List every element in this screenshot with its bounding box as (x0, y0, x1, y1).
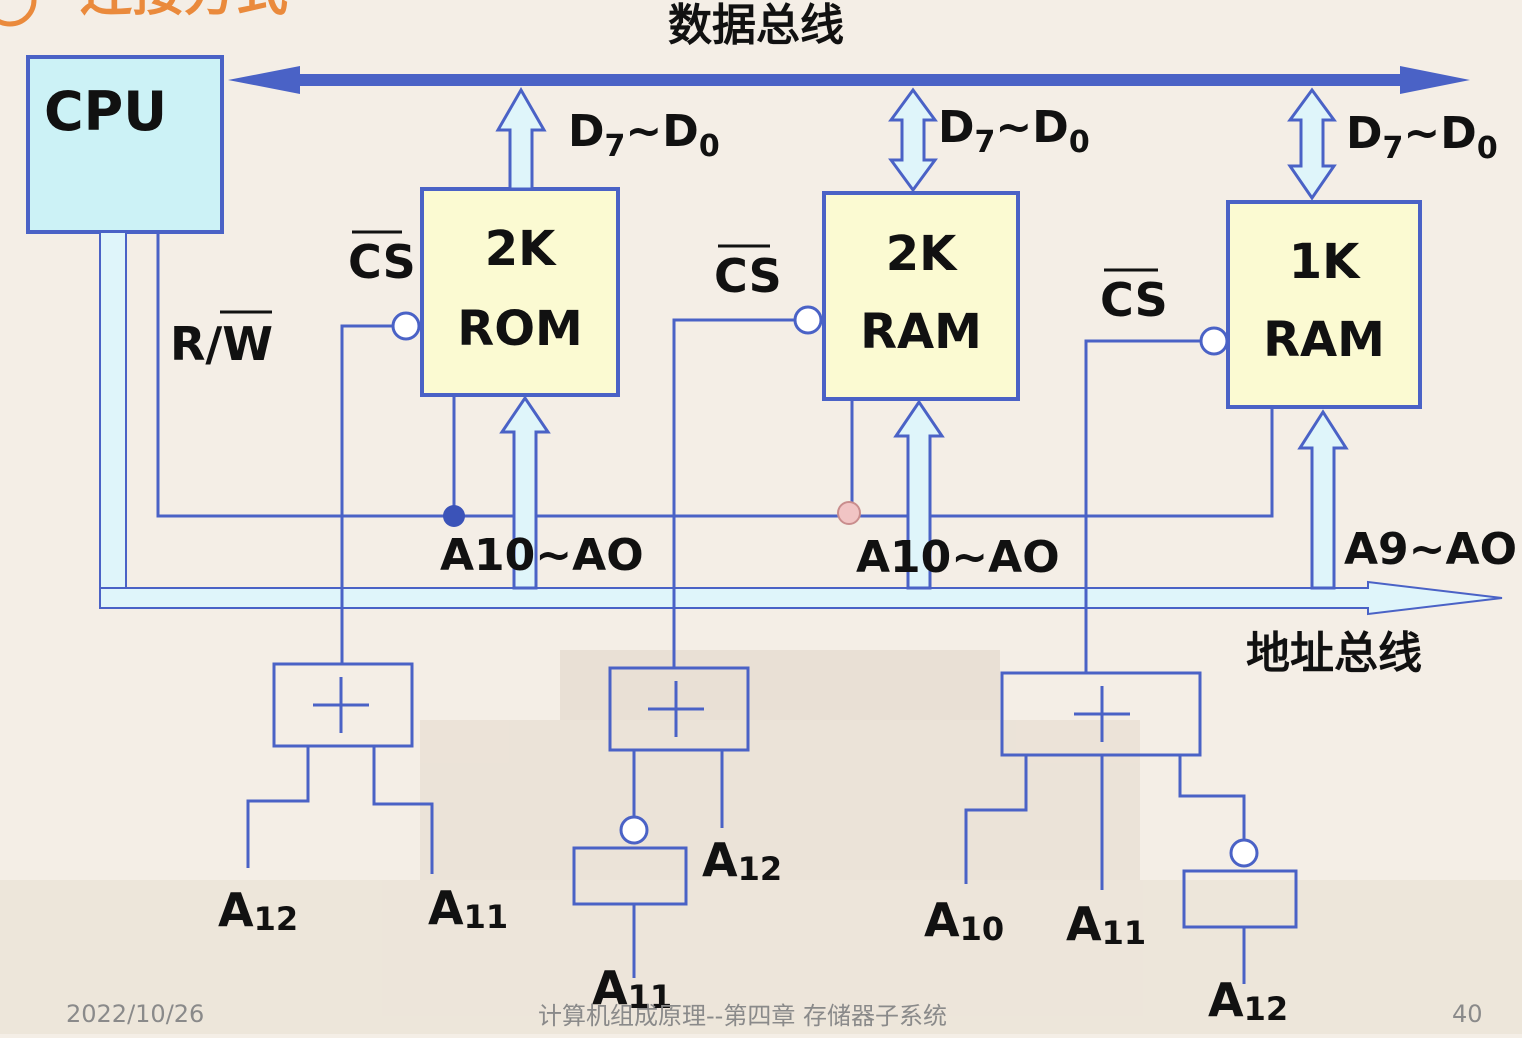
data-bus-label: 数据总线 (668, 0, 844, 51)
svg-text:CS: CS (348, 235, 416, 289)
cpu-label: CPU (44, 80, 167, 143)
rom-data-label: D7~D0 (568, 106, 720, 164)
ram1k-cs-wire (1084, 339, 1201, 673)
ram2k-cs-bubble (793, 305, 823, 335)
chip-type: ROM (457, 301, 583, 357)
rom-cs-bubble (391, 311, 421, 341)
footer-page-number: 40 (1452, 1000, 1483, 1028)
ram1k-data-arrow (1287, 87, 1337, 201)
ram2k-cs-wire (672, 318, 795, 668)
g3-input-a11: A11 (1066, 897, 1146, 952)
svg-text:D7~D0: D7~D0 (1346, 108, 1498, 166)
g1-input-a11: A11 (428, 881, 508, 936)
ram2k-address-arrow (893, 399, 945, 590)
rw-junction-dot (443, 505, 465, 527)
g2-input-a12: A12 (702, 833, 782, 888)
cpu-address-stem (99, 231, 127, 593)
data-bus: 数据总线 (228, 0, 1470, 94)
chip-size: 2K (485, 221, 557, 277)
ram1k-address-arrow (1297, 409, 1349, 590)
g3-input-a12: A12 (1208, 973, 1288, 1028)
rw-line (156, 232, 1274, 518)
chip-type: RAM (1263, 312, 1385, 368)
rom-data-arrow (495, 86, 547, 191)
rw-label: R/W (170, 310, 273, 371)
page-title: 连接方式 (80, 0, 288, 23)
rom-address-arrow (499, 395, 551, 590)
ram2k-data-label: D7~D0 (938, 102, 1090, 160)
title-fragment: 连接方式 (0, 0, 288, 27)
address-bus-label: 地址总线 (1246, 628, 1422, 679)
chip-size: 2K (886, 226, 958, 282)
svg-text:D7~D0: D7~D0 (568, 106, 720, 164)
background-building (0, 650, 1522, 1034)
rom-cs-wire (340, 324, 393, 664)
g2-input-a11: A11 (592, 961, 672, 1016)
ram1k-cs-bubble (1199, 326, 1229, 356)
svg-text:CS: CS (714, 249, 782, 303)
address-bus: 地址总线 (99, 580, 1503, 679)
rw-crossover-dot (837, 501, 861, 525)
ram2k-data-arrow (888, 87, 938, 193)
footer-date: 2022/10/26 (66, 1000, 204, 1028)
svg-text:CS: CS (1100, 273, 1168, 327)
footer-course: 计算机组成原理--第四章 存储器子系统 (538, 1002, 947, 1030)
or-gate-1 (246, 662, 434, 874)
ram1k-cs-label: CS (1100, 268, 1168, 327)
or-gate-3 (964, 671, 1298, 984)
ram1k-address-label: A9~AO (1344, 524, 1517, 575)
ram1k-data-label: D7~D0 (1346, 108, 1498, 166)
chip-ram-2k: 2K RAM (822, 191, 1020, 401)
chip-rom-2k: 2K ROM (420, 187, 620, 397)
or-gate-2 (572, 666, 750, 978)
chip-ram-1k: 1K RAM (1226, 200, 1422, 409)
svg-text:D7~D0: D7~D0 (938, 102, 1090, 160)
chip-size: 1K (1289, 234, 1361, 290)
ram2k-cs-label: CS (714, 244, 782, 303)
rom-cs-label: CS (348, 230, 416, 289)
svg-text:R/W: R/W (170, 317, 273, 371)
g1-input-a12: A12 (218, 883, 298, 938)
rom-address-label: A10~AO (440, 530, 644, 581)
cpu-block: CPU (26, 55, 224, 234)
ram2k-address-label: A10~AO (856, 532, 1060, 583)
g3-input-a10: A10 (924, 893, 1004, 948)
chip-type: RAM (860, 304, 982, 360)
